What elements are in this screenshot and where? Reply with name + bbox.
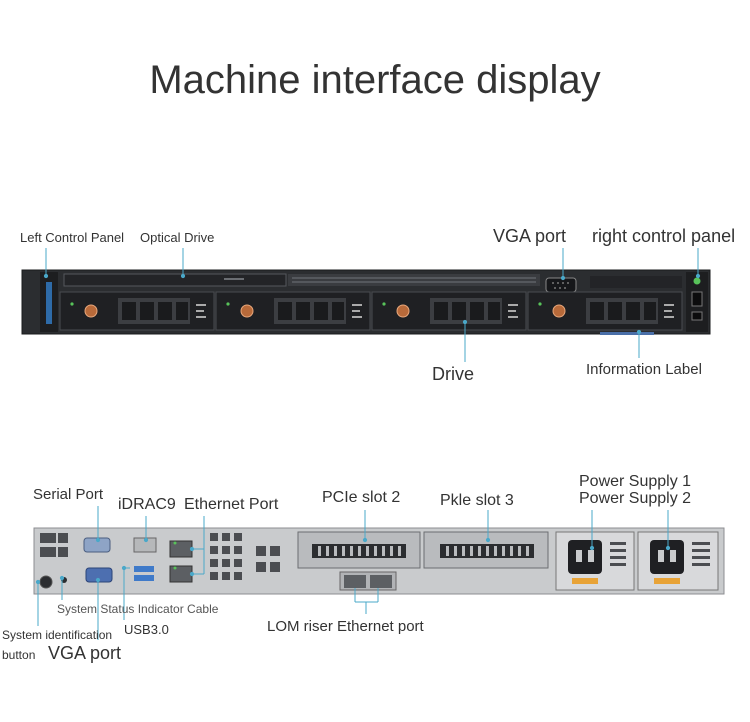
label-serial-port: Serial Port: [33, 486, 104, 503]
label-vga-port-rear: VGA port: [48, 643, 122, 663]
label-left-control-panel: Left Control Panel: [20, 230, 125, 245]
label-power-supply-2: Power Supply 2: [579, 490, 692, 507]
label-button: button: [2, 648, 36, 662]
label-lom-riser: LOM riser Ethernet port: [267, 618, 424, 635]
label-pcie-slot-2: PCIe slot 2: [322, 489, 401, 506]
label-optical-drive: Optical Drive: [140, 230, 215, 245]
label-vga-port-front: VGA port: [493, 226, 567, 246]
label-pkle-slot-3: Pkle slot 3: [440, 492, 514, 509]
label-usb30: USB3.0: [124, 622, 169, 637]
label-power-supply-1: Power Supply 1: [579, 473, 692, 490]
label-drive: Drive: [432, 364, 475, 384]
label-system-identification: System identification: [2, 628, 113, 642]
label-right-control-panel: right control panel: [592, 226, 736, 246]
label-information-label: Information Label: [586, 361, 702, 378]
label-system-status-cable: System Status Indicator Cable: [57, 602, 219, 616]
page-title: Machine interface display: [149, 58, 601, 102]
label-ethernet-port: Ethernet Port: [184, 496, 279, 513]
label-idrac9: iDRAC9: [118, 496, 176, 513]
